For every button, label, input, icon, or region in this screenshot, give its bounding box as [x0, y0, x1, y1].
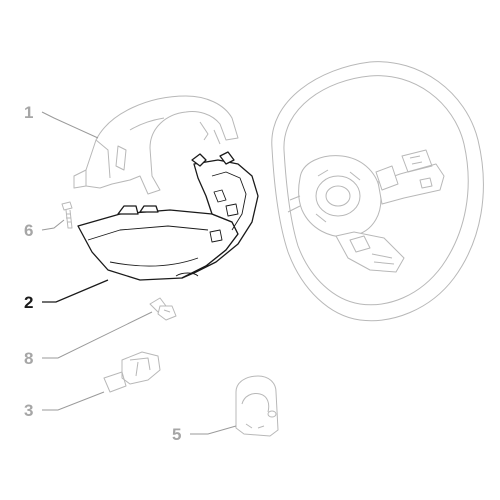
callout-5[interactable]: 5: [172, 425, 181, 444]
callout-8[interactable]: 8: [24, 349, 33, 368]
lower-shroud-part[interactable]: [77, 151, 259, 281]
callout-6[interactable]: 6: [24, 221, 33, 240]
callout-leaders: [41, 111, 237, 435]
steering-wheel-part[interactable]: [271, 61, 484, 322]
callout-3[interactable]: 3: [24, 401, 33, 420]
upper-shroud-part[interactable]: [73, 95, 239, 195]
fastener-part[interactable]: [149, 297, 177, 321]
callout-2[interactable]: 2: [24, 293, 33, 312]
callout-labels: 1 6 2 8 3 5: [24, 103, 181, 444]
cover-plate-part[interactable]: [235, 375, 279, 437]
callout-1[interactable]: 1: [24, 103, 33, 122]
screw-part[interactable]: [61, 201, 73, 229]
bracket-part[interactable]: [103, 351, 161, 393]
